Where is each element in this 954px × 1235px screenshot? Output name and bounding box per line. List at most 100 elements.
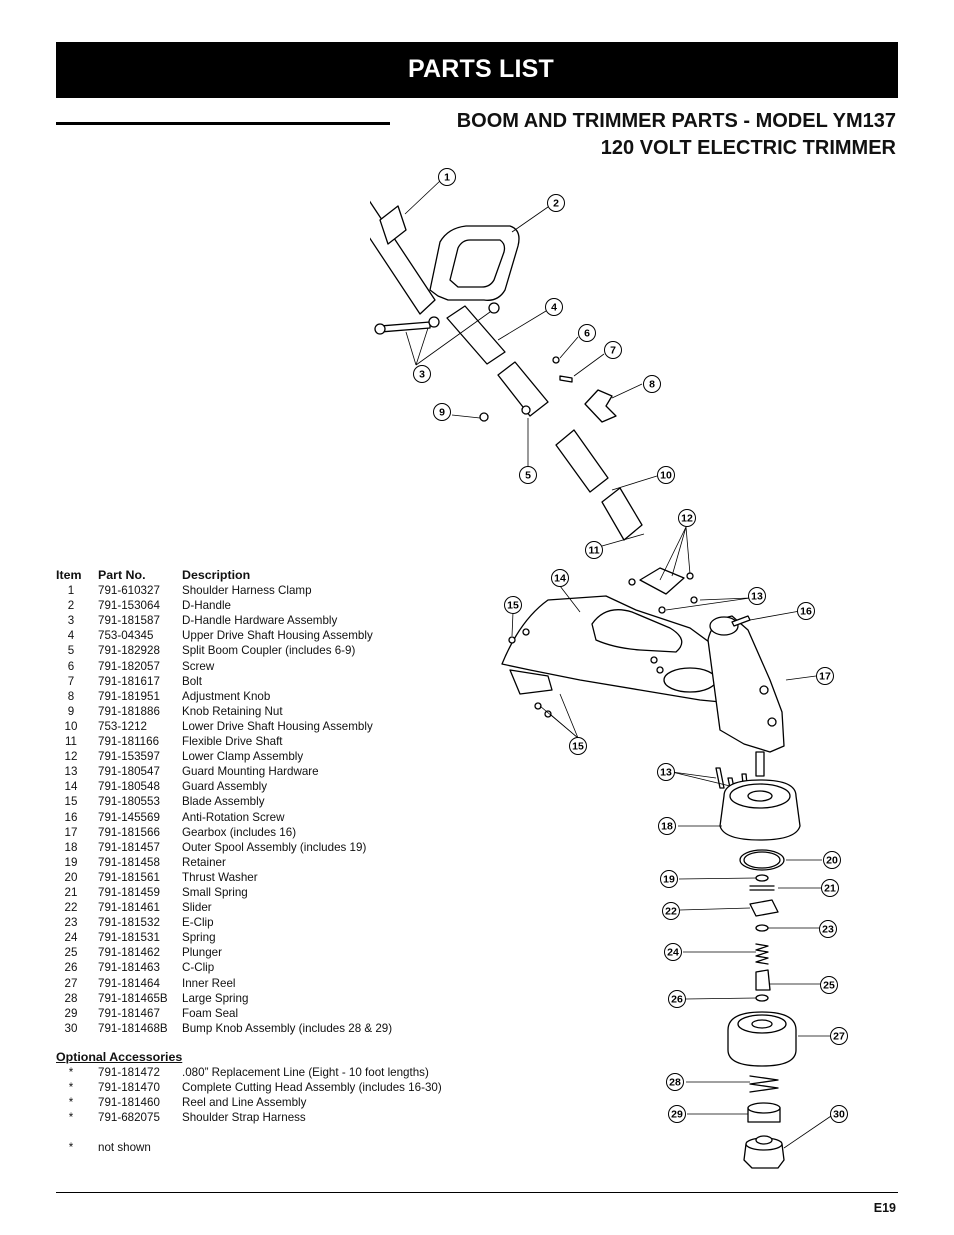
- coupler-nut: [521, 405, 531, 415]
- callout-18: 18: [658, 817, 676, 835]
- page-number: E19: [873, 1201, 896, 1215]
- knob-nut: [479, 412, 489, 422]
- footer-rule: [56, 1192, 898, 1193]
- cell-item: 5: [67, 644, 75, 658]
- callout-circle: [604, 341, 622, 359]
- callout-number: 14: [554, 573, 566, 585]
- split-boom-coupler: [497, 361, 549, 417]
- cell-item: 19: [64, 855, 78, 869]
- callout-number: 21: [824, 883, 836, 895]
- cell-description: .080” Replacement Line (Eight - 10 foot …: [182, 1066, 429, 1079]
- gear-shaft: [755, 751, 765, 777]
- slider: [749, 899, 779, 917]
- cell-item: 2: [67, 599, 75, 613]
- callout-circle: [438, 168, 456, 186]
- callout-14: 14: [551, 569, 569, 587]
- harness-clamp: [379, 205, 407, 245]
- c-clip: [755, 994, 769, 1002]
- cell-part: 753-1212: [98, 719, 147, 733]
- cell-part: 791-181951: [98, 689, 160, 703]
- callout-4: 4: [545, 298, 563, 316]
- cell-item: 3: [67, 614, 75, 628]
- line-blade: [509, 669, 553, 695]
- callout-number: 19: [663, 874, 675, 886]
- callout-3: 3: [413, 365, 431, 383]
- callout-7: 7: [604, 341, 622, 359]
- callout-circle: [658, 817, 676, 835]
- callout-circle: [823, 851, 841, 869]
- cell-part: 791-145569: [98, 810, 160, 824]
- callout-circle: [816, 667, 834, 685]
- cell-description: Anti-Rotation Screw: [182, 810, 285, 824]
- cell-description: Reel and Line Assembly: [182, 1096, 307, 1110]
- callout-circle: [748, 587, 766, 605]
- cell-item: 23: [64, 916, 78, 930]
- mount-screw-a: [715, 767, 725, 789]
- callout-circle: [820, 976, 838, 994]
- cell-part: 791-181464: [98, 976, 160, 990]
- page-title: PARTS LIST: [408, 55, 554, 83]
- callout-20: 20: [823, 851, 841, 869]
- upper-drive-shaft-housing: [446, 305, 506, 365]
- cell-item: 1: [67, 584, 75, 598]
- footnote-text: not shown: [98, 1141, 151, 1155]
- retainer: [755, 874, 769, 882]
- callout-number: 5: [525, 470, 531, 482]
- adjustment-knob: [584, 389, 617, 423]
- callout-13: 13: [748, 587, 766, 605]
- cell-item: 20: [64, 870, 78, 884]
- callout-24: 24: [664, 943, 682, 961]
- callout-number: 12: [681, 513, 693, 525]
- cell-description: Bump Knob Assembly (includes 28 & 29): [182, 1021, 393, 1035]
- callout-number: 24: [667, 947, 679, 959]
- heading-line-1: BOOM AND TRIMMER PARTS - MODEL YM137: [456, 110, 896, 132]
- cell-item: 11: [64, 735, 78, 749]
- cell-item: *: [68, 1111, 74, 1125]
- cell-description: Inner Reel: [182, 976, 236, 990]
- callout-circle: [666, 1073, 684, 1091]
- cell-description: Flexible Drive Shaft: [182, 735, 283, 749]
- cell-item: 21: [64, 885, 78, 899]
- title-banner: PARTS LIST: [56, 42, 898, 98]
- callout-number: 28: [669, 1077, 681, 1089]
- cell-item: 25: [64, 946, 78, 960]
- callout-29: 29: [668, 1105, 686, 1123]
- callout-17: 17: [816, 667, 834, 685]
- cell-part: 791-181457: [98, 840, 160, 854]
- cell-part: 791-180547: [98, 765, 160, 779]
- callout-number: 15: [507, 600, 519, 612]
- cell-part: 791-181886: [98, 704, 160, 718]
- cell-description: D-Handle Hardware Assembly: [182, 614, 338, 628]
- cell-part: 791-181467: [98, 1006, 160, 1020]
- callout-circle: [578, 324, 596, 342]
- cell-part: 791-181470: [98, 1081, 160, 1095]
- cell-description: Bolt: [182, 674, 202, 688]
- callout-circle: [657, 466, 675, 484]
- cell-description: Thrust Washer: [182, 870, 258, 884]
- cell-part: 791-181472: [98, 1066, 160, 1079]
- callout-19: 19: [660, 870, 678, 888]
- gearbox: [707, 615, 785, 753]
- callout-number: 6: [584, 328, 590, 340]
- cell-description: Screw: [182, 659, 215, 673]
- callout-circle: [551, 569, 569, 587]
- guard-cutout: [663, 667, 717, 693]
- cell-part: 791-182057: [98, 659, 160, 673]
- header-description: Description: [182, 568, 251, 582]
- callout-number: 13: [751, 591, 763, 603]
- callout-5: 5: [519, 466, 537, 484]
- callout-number: 15: [572, 741, 584, 753]
- cell-item: 9: [67, 704, 75, 718]
- callout-16: 16: [797, 602, 815, 620]
- cell-part: 791-181465B: [98, 991, 168, 1005]
- cell-item: 30: [64, 1021, 78, 1035]
- callout-number: 17: [819, 671, 831, 683]
